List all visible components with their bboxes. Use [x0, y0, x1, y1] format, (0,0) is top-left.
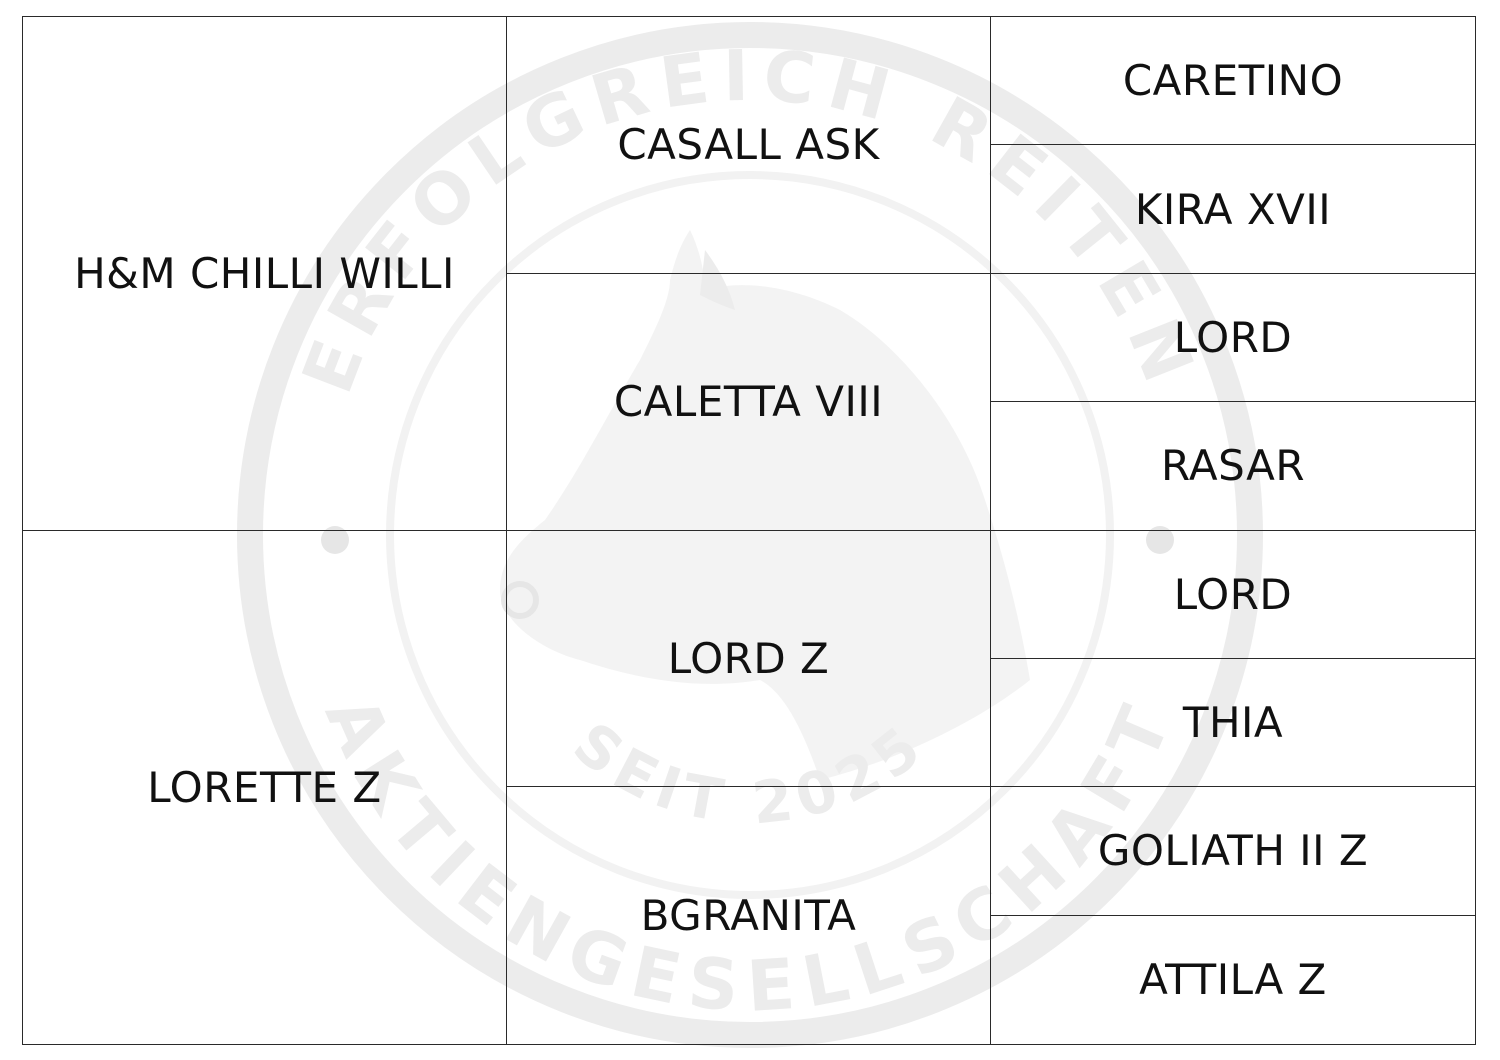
sire-name: H&M CHILLI WILLI [74, 248, 455, 298]
dam-sire-sire-name: LORD [1173, 569, 1293, 619]
sire-dam-dam-cell: RASAR [991, 402, 1475, 531]
dam-name: LORETTE Z [147, 762, 382, 812]
sire-dam-dam-name: RASAR [1160, 441, 1306, 491]
dam-sire-sire-cell: LORD [991, 531, 1475, 659]
sire-dam-cell: CALETTA VIII [507, 273, 991, 531]
dam-dam-sire-name: GOLIATH II Z [1097, 826, 1369, 876]
sire-sire-name: CASALL ASK [617, 120, 880, 170]
dam-sire-cell: LORD Z [507, 530, 991, 788]
sire-sire-sire-name: CARETINO [1122, 56, 1344, 106]
dam-sire-name: LORD Z [667, 633, 830, 683]
sire-dam-sire-cell: LORD [991, 274, 1475, 403]
sire-sire-dam-name: KIRA XVII [1134, 184, 1332, 234]
sire-cell: H&M CHILLI WILLI [23, 17, 507, 531]
dam-dam-sire-cell: GOLIATH II Z [991, 787, 1475, 916]
dam-dam-name: BGRANITA [640, 891, 857, 941]
dam-sire-dam-cell: THIA [991, 659, 1475, 788]
sire-dam-sire-name: LORD [1173, 312, 1293, 362]
dam-dam-dam-cell: ATTILA Z [991, 916, 1475, 1044]
sire-dam-name: CALETTA VIII [613, 377, 884, 427]
dam-sire-dam-name: THIA [1182, 698, 1284, 748]
pedigree-table: H&M CHILLI WILLI LORETTE Z CASALL ASK CA… [22, 16, 1476, 1045]
sire-sire-dam-cell: KIRA XVII [991, 145, 1475, 274]
sire-sire-cell: CASALL ASK [507, 17, 991, 274]
dam-dam-cell: BGRANITA [507, 787, 991, 1044]
sire-sire-sire-cell: CARETINO [991, 17, 1475, 146]
dam-cell: LORETTE Z [23, 530, 507, 1044]
dam-dam-dam-name: ATTILA Z [1139, 955, 1327, 1005]
